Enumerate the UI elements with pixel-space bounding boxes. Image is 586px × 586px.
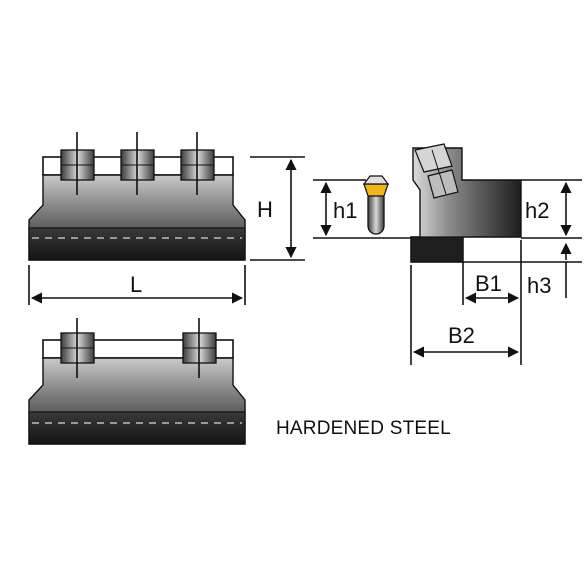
clamp-screw: [60, 132, 95, 195]
label-h3: h3: [527, 273, 551, 298]
holder-side-base: [410, 236, 464, 263]
label-L: L: [130, 272, 142, 297]
cutting-insert: [362, 175, 390, 235]
label-H: H: [257, 197, 273, 222]
clamp-screw: [180, 132, 215, 195]
front-view-two-clamps: [28, 318, 246, 445]
holder-base: [28, 227, 246, 261]
clamp-screw: [120, 132, 155, 195]
holder-base: [28, 411, 246, 445]
label-B2: B2: [448, 323, 475, 348]
side-view: h1 h2 h3 B1 B2: [313, 143, 582, 365]
clamp-screw: [182, 318, 217, 378]
label-h2: h2: [525, 198, 549, 223]
label-B1: B1: [475, 271, 502, 296]
clamp-wedge: [414, 143, 459, 199]
label-h1: h1: [333, 198, 357, 223]
clamp-screw: [60, 318, 95, 378]
front-view-three-clamps: H L: [28, 132, 305, 305]
material-caption: HARDENED STEEL: [276, 418, 451, 439]
